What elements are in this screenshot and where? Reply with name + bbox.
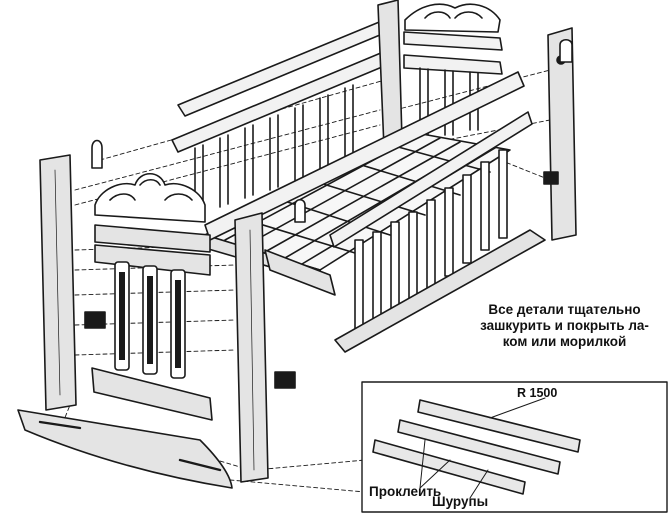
head-board-near — [91, 172, 213, 421]
rocker-base — [17, 409, 233, 489]
back-corner-post — [377, 0, 403, 149]
finishing-note: Все детали тщательно зашкурить и покрыть… — [462, 302, 667, 350]
note-line: Все детали тщательно — [488, 302, 641, 317]
note-line: зашкурить и покрыть ла- — [480, 318, 649, 333]
front-side-panel — [204, 71, 546, 353]
glue-label: Проклеить — [369, 484, 442, 499]
back-right-post — [543, 27, 577, 241]
head-board-far — [403, 3, 503, 141]
front-right-post — [234, 212, 269, 483]
front-left-post — [39, 154, 77, 411]
screws-label: Шурупы — [432, 494, 489, 509]
note-line: ком или морилкой — [502, 334, 627, 349]
rocker-detail-inset — [361, 381, 668, 513]
hardware-blocks — [84, 38, 573, 389]
headboard-spindles — [114, 261, 186, 379]
radius-label: R 1500 — [517, 386, 558, 400]
